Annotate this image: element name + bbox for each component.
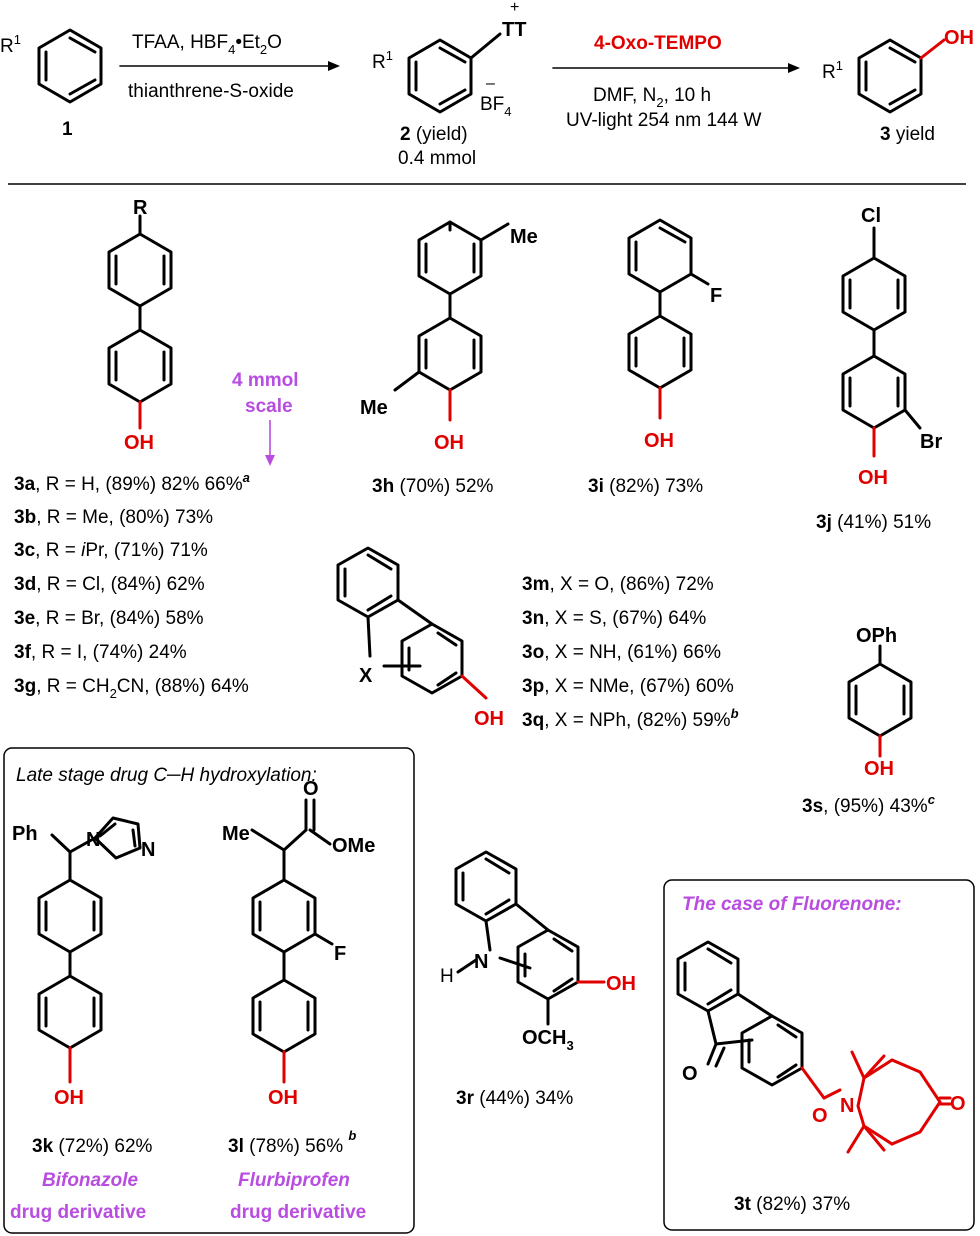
result-3q: 3q, X = NPh, (82%) 59%b [522,706,739,731]
step1-reagents: TFAA, HBF4•Et2O [132,32,282,57]
atom-oh-3a: OH [124,432,154,454]
atom-r: R [133,197,148,219]
compound-3-label: 3 yield [880,124,935,145]
result-3l: 3l (78%) 56% b [228,1128,356,1157]
compound-2-structure [407,32,502,114]
atom-oh-3m: OH [474,708,504,730]
atom-oh-3r: OH [606,973,636,995]
atom-oh-3s: OH [864,758,894,780]
step2-reagent-4-oxo-tempo: 4-Oxo-TEMPO [594,33,722,54]
structure-3k [37,816,142,1084]
atom-me-3h-left: Me [360,397,388,419]
compound-2-tt: TT [502,19,526,41]
atom-o-ether-3t: O [812,1105,828,1127]
structure-3s [847,644,913,758]
result-3h: 3h (70%) 52% [372,476,494,497]
structure-3m-3q [336,546,488,700]
structure-3t [676,940,952,1154]
atom-ph-3k: Ph [12,823,38,845]
atom-o-ring-3t: O [950,1093,966,1115]
result-3a: 3a, R = H, (89%) 82% 66%a [14,470,250,495]
result-3k: 3k (72%) 62% [32,1136,153,1157]
atom-n3-3k: N [141,839,155,861]
result-3m: 3m, X = O, (86%) 72% [522,574,714,595]
structure-3r [454,850,606,1026]
compound-2-amount: 0.4 mmol [398,148,476,169]
scale-note-line2: scale [245,396,293,417]
structure-3l [250,798,334,1084]
reaction-arrow-1 [119,61,340,71]
result-3p: 3p, X = NMe, (67%) 60% [522,676,734,697]
result-3g: 3g, R = CH2CN, (88%) 64% [14,676,249,701]
result-3t: 3t (82%) 37% [734,1194,850,1215]
atom-br-3j: Br [920,431,942,453]
step1-reagent-thianthrene: thianthrene-S-oxide [128,81,294,102]
result-3f: 3f, R = I, (74%) 24% [14,642,187,663]
compound-3-structure [857,38,946,114]
compound-1-structure [37,28,103,104]
atom-oph-3s: OPh [856,625,897,647]
compound-2-plus: + [510,0,519,16]
atom-ome-3l: OMe [332,835,375,857]
structure-3h [393,220,510,422]
atom-me-3l: Me [222,823,250,845]
compound-2-label: 2 (yield) [400,124,468,145]
scale-arrow [265,420,275,466]
compound-2-r1: R1 [372,48,393,73]
atom-f-3i: F [710,285,722,307]
result-3s: 3s, (95%) 43%c [802,792,936,817]
atom-oh-3l: OH [268,1087,298,1109]
result-3j: 3j (41%) 51% [816,512,931,533]
atom-h-3r: H [440,966,454,987]
atom-me-3h-top: Me [510,226,538,248]
structure-3a-3g [107,214,173,430]
scale-note-line1: 4 mmol [232,370,299,391]
atom-f-3l: F [334,943,346,965]
result-3r: 3r (44%) 34% [456,1088,573,1109]
result-3e: 3e, R = Br, (84%) 58% [14,608,204,629]
result-3c: 3c, R = iPr, (71%) 71% [14,540,208,561]
atom-cl-3j: Cl [861,205,881,227]
atom-n-3r: N [474,951,488,973]
result-3i: 3i (82%) 73% [588,476,703,497]
compound-1-r1: R1 [0,32,21,57]
fluorenone-title: The case of Fluorenone: [682,894,902,915]
late-stage-box [3,747,415,1234]
late-stage-title: Late stage drug C─H hydroxylation: [16,765,317,786]
atom-och3-3r: OCH3 [522,1027,574,1053]
atom-o-ketone-3t: O [682,1063,698,1085]
fluorenone-box [663,879,975,1231]
atom-n-3t: N [840,1095,854,1117]
result-3n: 3n, X = S, (67%) 64% [522,608,706,629]
step2-conditions-1: DMF, N2, 10 h [593,85,711,110]
drug-bifonazole: Bifonazole [42,1170,138,1191]
structure-3j [841,226,922,458]
reaction-arrow-2 [552,63,800,73]
compound-2-bf4: BF4 [480,94,512,119]
atom-oh-3k: OH [54,1087,84,1109]
compound-1-label: 1 [62,119,73,140]
result-3d: 3d, R = Cl, (84%) 62% [14,574,205,595]
atom-oh-3j: OH [858,467,888,489]
structure-3i [627,218,710,420]
atom-n1-3k: N [86,829,100,851]
atom-oh-3i: OH [644,430,674,452]
atom-oh-3h: OH [434,432,464,454]
atom-o-3l: O [303,778,319,800]
compound-3-r1: R1 [822,58,843,83]
step2-conditions-2: UV-light 254 nm 144 W [566,110,761,131]
atom-x: X [359,665,373,687]
result-3o: 3o, X = NH, (61%) 66% [522,642,721,663]
result-3b: 3b, R = Me, (80%) 73% [14,507,213,528]
drug-derivative-3k: drug derivative [10,1202,146,1223]
compound-2-minus: – [486,75,495,92]
drug-flurbiprofen: Flurbiprofen [238,1170,350,1191]
drug-derivative-3l: drug derivative [230,1202,366,1223]
compound-3-oh: OH [944,27,974,49]
